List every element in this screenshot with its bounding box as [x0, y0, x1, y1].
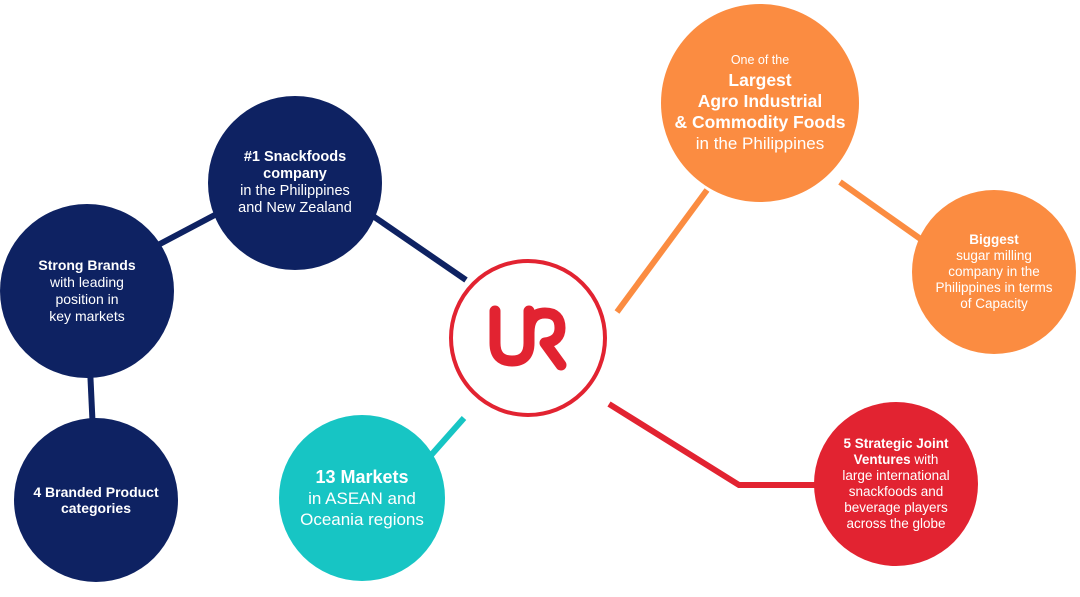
node-snackfoods-line2: and New Zealand: [238, 200, 352, 216]
node-brands: Strong Brands with leading position in k…: [0, 204, 174, 378]
node-markets-line1: in ASEAN and: [308, 488, 416, 508]
node-jv-tail: with: [910, 452, 939, 467]
connector-snack-center: [368, 211, 468, 283]
node-markets-line2: Oceania regions: [300, 509, 424, 529]
node-brands-bold: Strong Brands: [38, 257, 136, 273]
node-snackfoods-bold: #1 Snackfoods company: [243, 149, 347, 182]
node-sugar-bold: Biggest: [969, 232, 1019, 247]
node-markets-bold: 13 Markets: [315, 466, 409, 487]
node-jv-line4: across the globe: [846, 516, 946, 531]
connector-jv-center: [607, 401, 822, 488]
node-sugar-line4: of Capacity: [960, 296, 1028, 311]
node-sugar: Biggest sugar milling company in the Phi…: [912, 190, 1076, 354]
node-branded: 4 Branded Product categories: [14, 418, 178, 582]
node-brands-line1: with leading: [50, 274, 124, 290]
node-agro-bold2: Agro Industrial: [697, 91, 823, 111]
center-logo: [449, 259, 607, 417]
node-jv-line1: large international: [842, 468, 950, 483]
node-snackfoods-line1: in the Philippines: [240, 183, 350, 199]
node-jv-line0: Ventures with: [854, 452, 939, 468]
node-snackfoods: #1 Snackfoods company in the Philippines…: [208, 96, 382, 270]
node-branded-bold: 4 Branded Product categories: [33, 484, 159, 516]
node-agro-bold3: & Commodity Foods: [674, 112, 846, 132]
node-brands-line3: key markets: [49, 308, 125, 324]
node-joint-ventures: 5 Strategic Joint Ventures with large in…: [814, 402, 978, 566]
ur-logo-icon: [489, 305, 567, 371]
node-agro-line1: in the Philippines: [695, 134, 825, 153]
connector-agro-center: [614, 188, 710, 314]
node-agro: One of the Largest Agro Industrial & Com…: [661, 4, 859, 202]
node-sugar-line2: company in the: [948, 264, 1040, 279]
node-jv-bold2: Ventures: [853, 452, 911, 467]
node-agro-bold1: Largest: [728, 70, 792, 90]
node-agro-small: One of the: [730, 53, 790, 67]
node-sugar-line1: sugar milling: [956, 248, 1032, 263]
node-markets: 13 Markets in ASEAN and Oceania regions: [279, 415, 445, 581]
node-brands-line2: position in: [55, 291, 119, 307]
node-jv-line2: snackfoods and: [848, 484, 944, 499]
node-jv-bold1: 5 Strategic Joint: [843, 436, 949, 451]
node-sugar-line3: Philippines in terms: [935, 280, 1053, 295]
connector-agro-sugar: [838, 179, 924, 243]
node-jv-line3: beverage players: [844, 500, 948, 515]
